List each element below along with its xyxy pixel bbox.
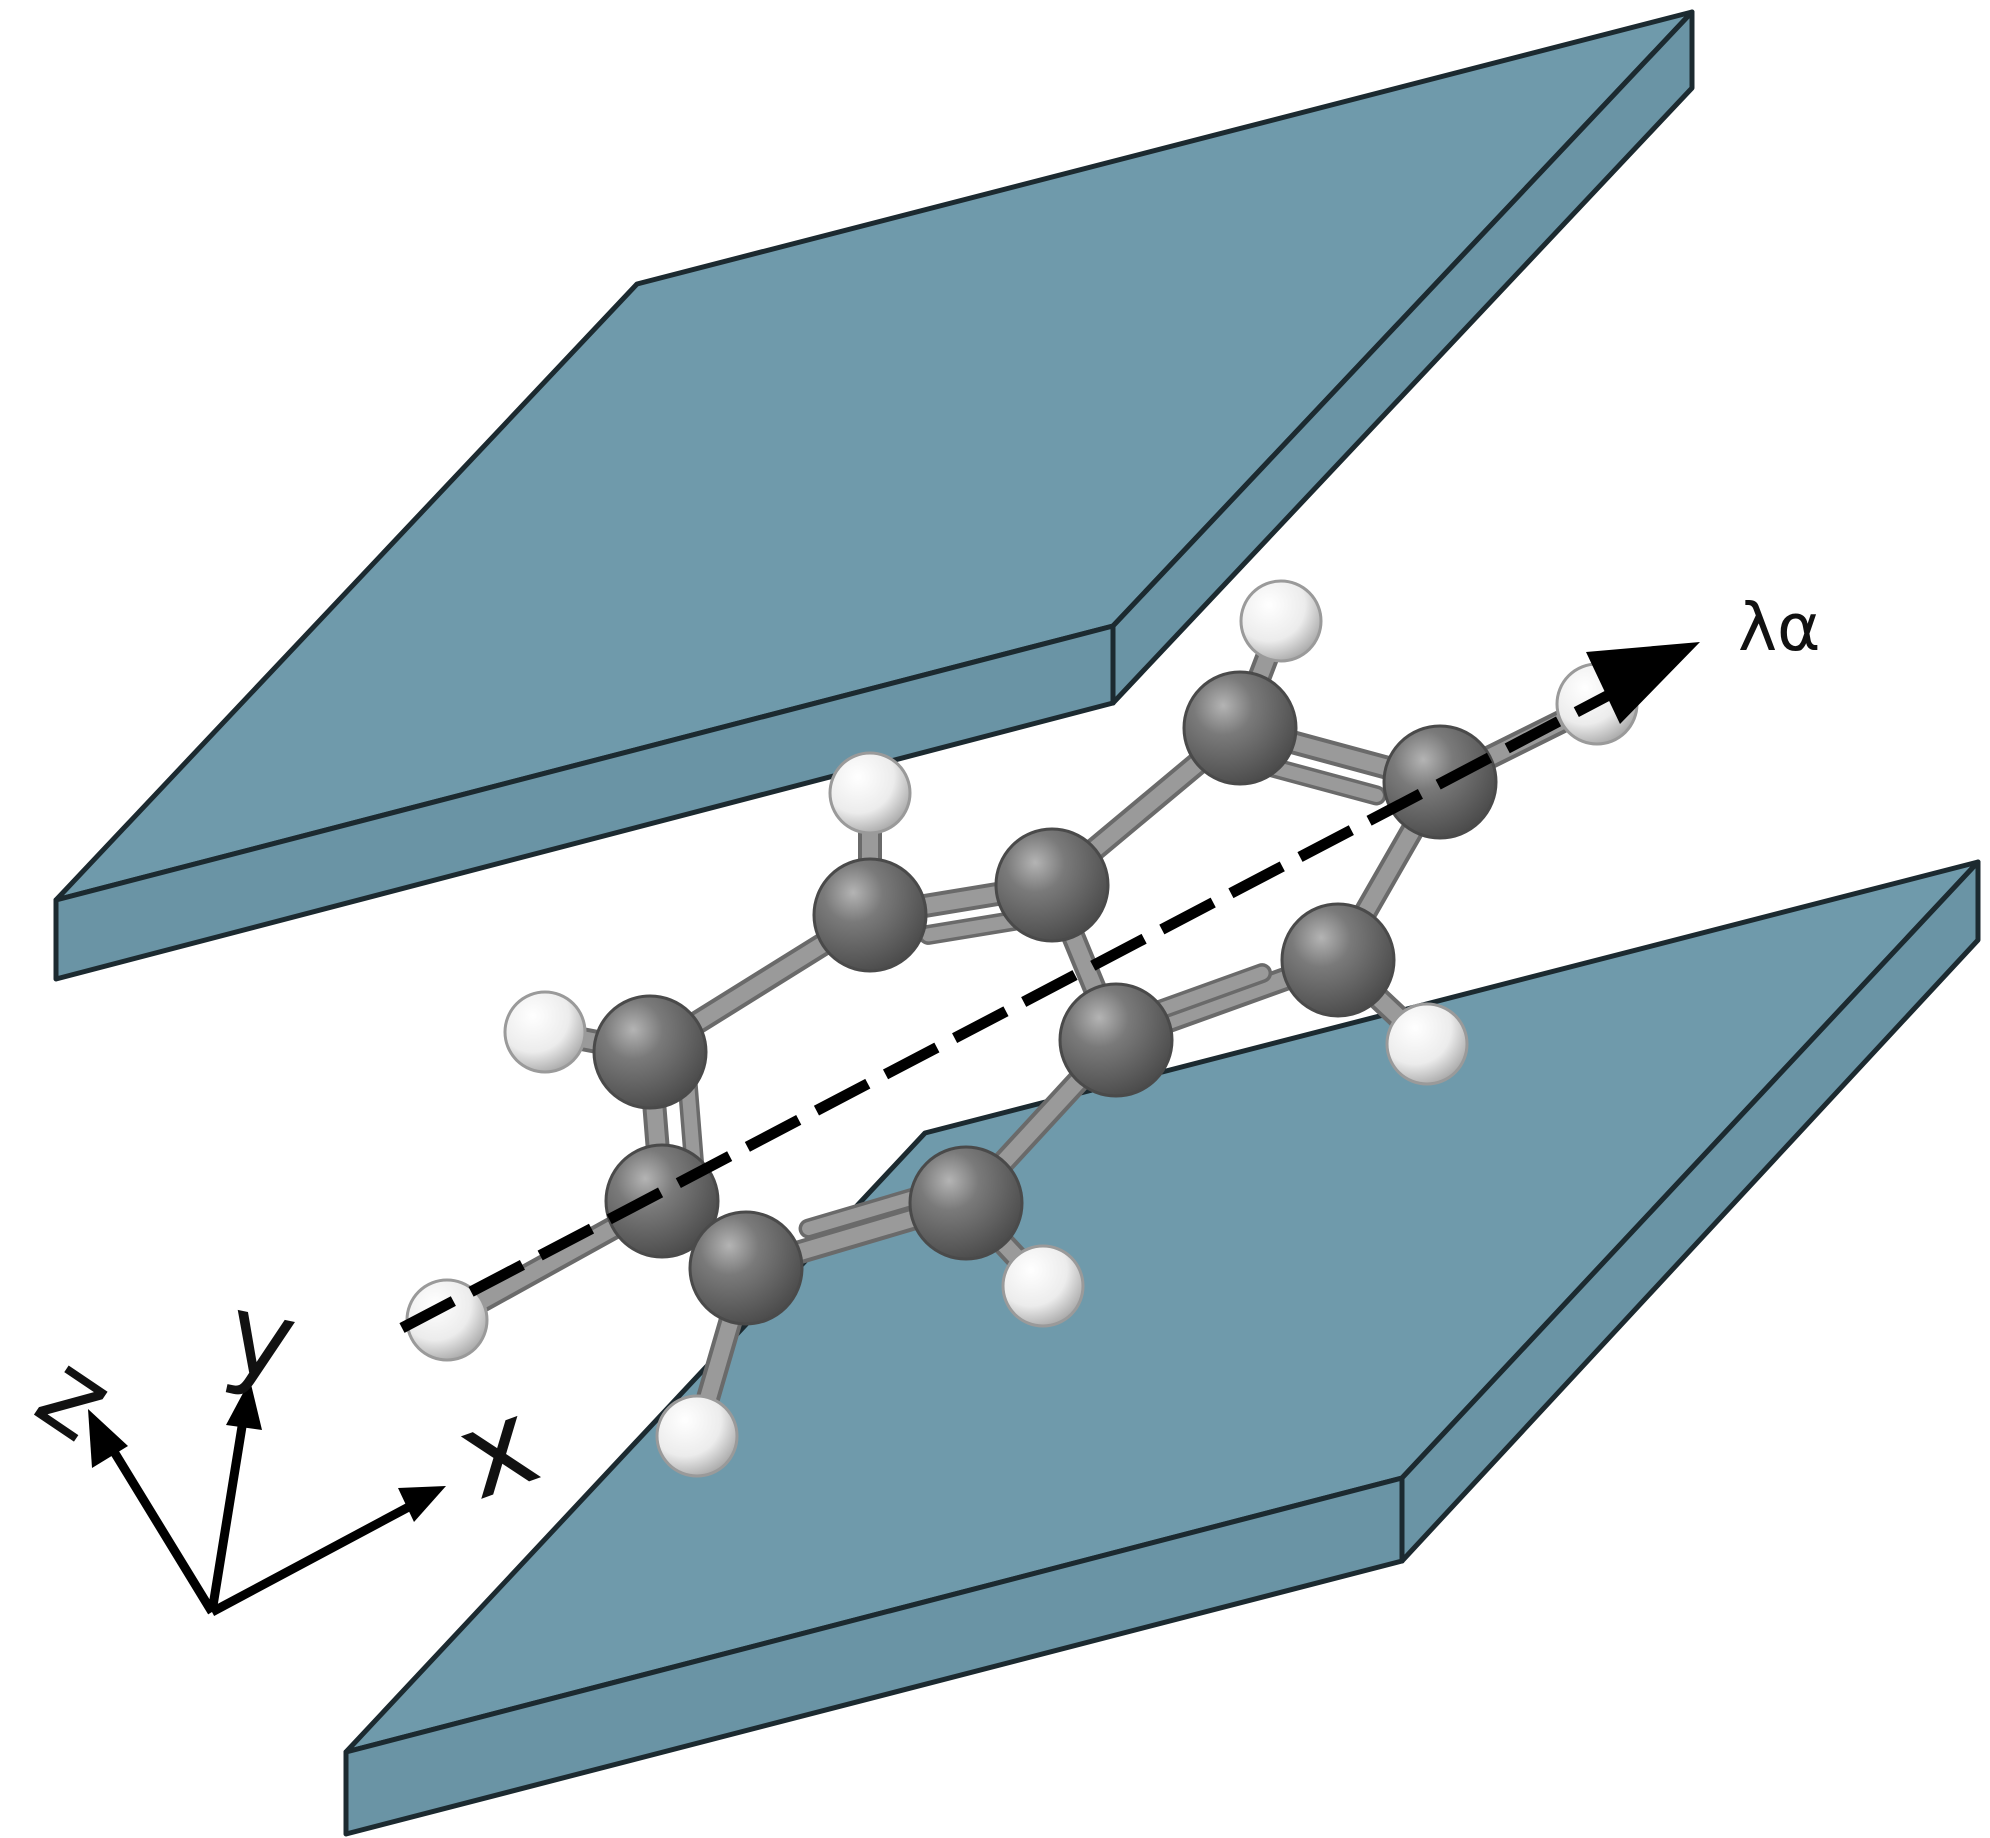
axis-z-line (98, 1429, 216, 1615)
carbon-atom (994, 827, 1110, 943)
carbon-atom (592, 994, 708, 1110)
axis-x-arrowhead (398, 1486, 446, 1522)
axis-x-line (209, 1498, 421, 1616)
axis-z-arrowhead (88, 1409, 128, 1468)
axis-y-line (207, 1407, 250, 1613)
hydrogen-atom (655, 1394, 739, 1478)
carbon-atom (1280, 902, 1396, 1018)
top-plate-side-edge (1110, 9, 1695, 706)
carbon-atom (1058, 982, 1174, 1098)
dipole-arrowhead (1586, 642, 1700, 724)
hydrogen-atom (1385, 1002, 1469, 1086)
top-mirror-plate (53, 9, 1695, 982)
hydrogen-atom (1001, 1244, 1085, 1328)
carbon-atom (688, 1210, 804, 1326)
carbon-atom (812, 857, 928, 973)
molecule-atoms (405, 579, 1639, 1478)
bottom-mirror-plate (343, 859, 1981, 1837)
transition-dipole-arrow: λα (399, 589, 1821, 1333)
axis-y-label: y (217, 1268, 307, 1407)
hydrogen-atom (828, 751, 912, 835)
hydrogen-atom (1239, 579, 1323, 663)
axis-x-label: x (440, 1372, 554, 1527)
bottom-plate-side-edge (1399, 859, 1981, 1564)
lambda-label: λα (1738, 589, 1821, 666)
carbon-atom (908, 1145, 1024, 1261)
coordinate-axes (88, 1380, 446, 1616)
axis-y-arrowhead (226, 1380, 262, 1430)
naphthalene-molecule (405, 579, 1639, 1478)
carbon-atom (1182, 670, 1298, 786)
hydrogen-atom (503, 990, 587, 1074)
